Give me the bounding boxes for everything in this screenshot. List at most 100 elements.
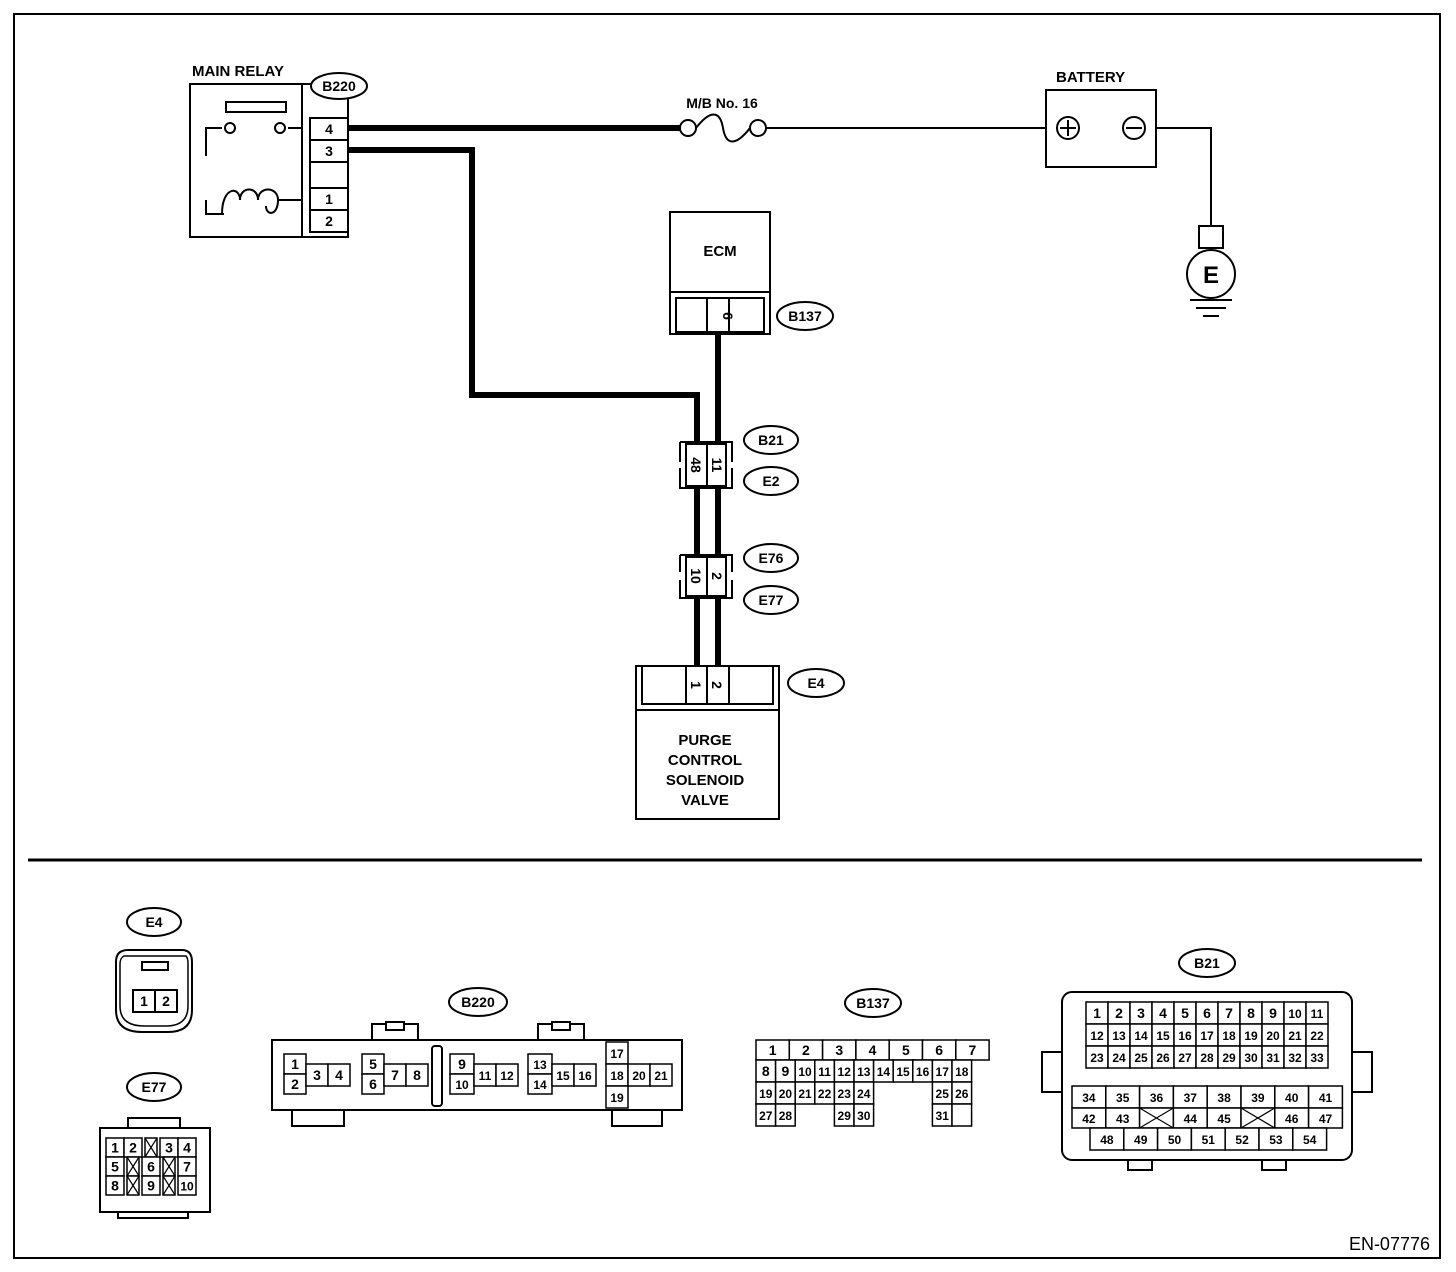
e77-pin-10-cell xyxy=(177,1175,197,1196)
e77-pin-2: 2 xyxy=(129,1140,137,1156)
b21-pin-29: 29 xyxy=(1222,1051,1236,1065)
b137-pin-28: 28 xyxy=(779,1109,793,1123)
earth-symbol-icon xyxy=(1190,299,1232,317)
relay-pin-2: 2 xyxy=(325,213,333,229)
b137-pin-4: 4 xyxy=(869,1042,877,1058)
e76-pin-2: 2 xyxy=(709,572,725,580)
b21-pin-43: 43 xyxy=(1116,1112,1130,1126)
b21-pin-53: 53 xyxy=(1269,1133,1283,1147)
wire-relay3-b21 xyxy=(348,147,700,442)
b137-pin-20: 20 xyxy=(779,1087,793,1101)
b21-pin-11: 11 xyxy=(1311,1007,1324,1021)
valve-label-line-3: SOLENOID xyxy=(666,772,745,789)
b21-pin-20: 20 xyxy=(1266,1029,1280,1043)
e77-pin-4: 4 xyxy=(183,1140,191,1156)
pinout-tag-b21 xyxy=(1178,948,1236,978)
b21-pin-27: 27 xyxy=(1178,1051,1192,1065)
b21-pin-30: 30 xyxy=(1244,1051,1258,1065)
b21-pin-54-cell xyxy=(1292,1127,1328,1151)
connector-tag-e2 xyxy=(743,466,799,496)
b137-pin-13: 13 xyxy=(857,1065,871,1079)
b220-pin-8-cell xyxy=(405,1063,429,1087)
b21-pin-34: 34 xyxy=(1082,1091,1096,1105)
b220-pin-7: 7 xyxy=(391,1067,399,1083)
b21-pin-25: 25 xyxy=(1134,1051,1148,1065)
ecm-body xyxy=(669,211,771,335)
e77-pin-10: 10 xyxy=(180,1180,194,1194)
relay-contact-point xyxy=(274,122,286,134)
b137-pin-21: 21 xyxy=(798,1087,812,1101)
fuse: M/B No. 16 xyxy=(679,95,767,143)
b137-pin-2: 2 xyxy=(802,1042,810,1058)
b137-pin-3: 3 xyxy=(835,1042,843,1058)
connector-tag-b21 xyxy=(743,425,799,455)
svg-text:E2: E2 xyxy=(762,473,779,489)
b137-pin-22: 22 xyxy=(818,1087,832,1101)
b220-pin-4-cell xyxy=(327,1063,351,1087)
b21-pin-4: 4 xyxy=(1159,1005,1167,1021)
b21-pin-39: 39 xyxy=(1251,1091,1265,1105)
e77-pin-9-cell xyxy=(141,1175,161,1196)
b21-pin-38: 38 xyxy=(1217,1091,1231,1105)
svg-text:2: 2 xyxy=(162,993,170,1009)
fuse-label: M/B No. 16 xyxy=(686,95,758,111)
b21-pin-24: 24 xyxy=(1112,1051,1126,1065)
ground-label: E xyxy=(1203,262,1219,289)
b137-pin-17: 17 xyxy=(936,1065,950,1079)
e77-pin-9: 9 xyxy=(147,1178,155,1194)
e77-pin-8: 8 xyxy=(111,1178,119,1194)
main-relay-label: MAIN RELAY xyxy=(192,63,284,80)
b220-pin-19-cell xyxy=(605,1085,629,1109)
connector-tag-b220 xyxy=(310,72,368,100)
e4-pin-1: 1 xyxy=(688,681,704,689)
b220-pin-1: 1 xyxy=(291,1056,299,1072)
relay-pin-3: 3 xyxy=(325,143,333,159)
b220-pin-14: 14 xyxy=(533,1078,547,1092)
b21-pin-5: 5 xyxy=(1181,1005,1189,1021)
b21-pin-9: 9 xyxy=(1269,1005,1277,1021)
b220-pin-16: 16 xyxy=(578,1069,592,1083)
e4-pin-2: 2 xyxy=(709,681,725,689)
b21-pin-22: 22 xyxy=(1310,1029,1324,1043)
b137-pin-29: 29 xyxy=(838,1109,852,1123)
b220-pin-2: 2 xyxy=(291,1076,299,1092)
b21-pin-15: 15 xyxy=(1156,1029,1170,1043)
b21-pin-14: 14 xyxy=(1134,1029,1148,1043)
b220-pin-16-cell xyxy=(573,1063,597,1087)
b220-pin-13: 13 xyxy=(533,1058,547,1072)
b21-pin-11: 11 xyxy=(709,458,725,473)
b21-pin-37: 37 xyxy=(1184,1091,1198,1105)
b21-pin-44: 44 xyxy=(1184,1112,1198,1126)
b21-pin-41: 41 xyxy=(1319,1091,1333,1105)
b137-pin-18: 18 xyxy=(955,1065,969,1079)
svg-text:1: 1 xyxy=(140,993,148,1009)
b21-pin-12: 12 xyxy=(1090,1029,1104,1043)
b21-pin-7: 7 xyxy=(1225,1005,1233,1021)
e77-pin-8-cell xyxy=(105,1175,125,1196)
b21-pin-51: 51 xyxy=(1202,1133,1216,1147)
b21-pin-50: 50 xyxy=(1168,1133,1182,1147)
b137-pin-23: 23 xyxy=(838,1087,852,1101)
ground-connector xyxy=(1198,225,1224,249)
b21-pin-48: 48 xyxy=(1100,1133,1114,1147)
b220-pin-10: 10 xyxy=(455,1078,469,1092)
diagram-frame xyxy=(13,13,1441,1259)
b137-pin-31: 31 xyxy=(936,1109,950,1123)
e77-pin-7: 7 xyxy=(183,1159,191,1175)
ground-icon xyxy=(1186,249,1236,299)
connector-b21-e2: 48 11 B21 E2 xyxy=(679,425,799,496)
b21-pin-52: 52 xyxy=(1235,1133,1249,1147)
b220-pin-6: 6 xyxy=(369,1076,377,1092)
svg-text:B220: B220 xyxy=(461,994,495,1010)
b220-pin-12: 12 xyxy=(500,1069,514,1083)
b21-pin-54: 54 xyxy=(1303,1133,1317,1147)
relay-pin-1: 1 xyxy=(325,191,333,207)
b21-pin-16: 16 xyxy=(1178,1029,1192,1043)
b21-pin-40: 40 xyxy=(1285,1091,1299,1105)
b21-pin-3: 3 xyxy=(1137,1005,1145,1021)
b137-pin-10: 10 xyxy=(798,1065,812,1079)
e77-pin-5: 5 xyxy=(111,1159,119,1175)
e77-pin-6: 6 xyxy=(147,1159,155,1175)
